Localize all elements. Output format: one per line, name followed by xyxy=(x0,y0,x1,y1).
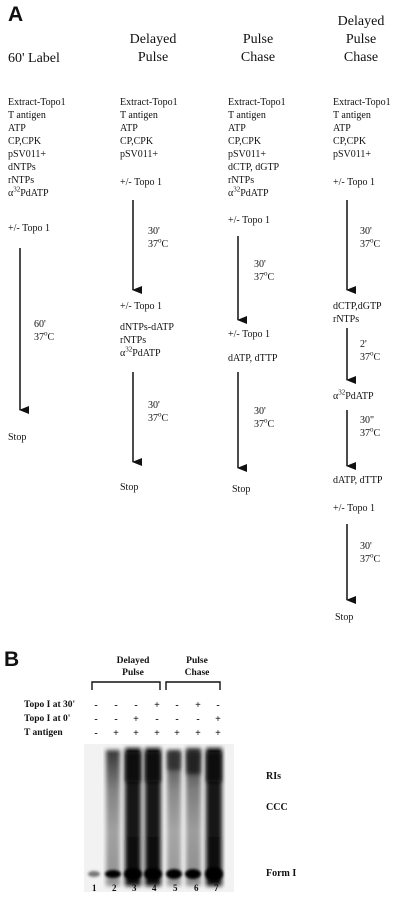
col2-pulse-mix: dNTPs-dATP rNTPs α32PdATP xyxy=(120,322,174,359)
row-label-topo-0: Topo I at 0' xyxy=(24,714,71,724)
col2-stop: Stop xyxy=(120,482,139,493)
lane-number-3: 3 xyxy=(132,883,137,893)
col4-topo-addition-1: +/- Topo 1 xyxy=(333,177,375,188)
col3-chase-mix: dATP, dTTP xyxy=(228,353,278,364)
sign-r0-l2: - xyxy=(114,700,118,711)
col1-stop: Stop xyxy=(8,432,27,443)
col4-incubation-4: 30' 37oC xyxy=(360,541,381,565)
group-brackets xyxy=(91,681,221,690)
sign-r1-l5: - xyxy=(175,714,179,725)
band-label-ris: RIs xyxy=(266,771,282,782)
sign-r2-l1: - xyxy=(94,728,98,739)
sign-r2-l6: + xyxy=(195,728,201,739)
col2-topo-addition-1: +/- Topo 1 xyxy=(120,177,162,188)
col1-topo-addition: +/- Topo 1 xyxy=(8,223,50,234)
form-i-band-lane-5 xyxy=(166,869,182,879)
panel-a-arrows xyxy=(19,200,356,604)
gel-lane-3 xyxy=(125,748,141,886)
sign-r1-l3: + xyxy=(133,714,139,725)
form-i-band-lane-4 xyxy=(144,868,162,880)
sign-r1-l4: - xyxy=(155,714,159,725)
band-label-ccc: CCC xyxy=(266,802,288,813)
sign-r1-l7: + xyxy=(215,714,221,725)
col2-topo-addition-2: +/- Topo 1 xyxy=(120,301,162,312)
col3-stop: Stop xyxy=(232,484,251,495)
col1-reaction-mix: Extract-Topo1 T antigen ATP CP,CPK pSV01… xyxy=(8,97,66,199)
col3-reaction-mix: Extract-Topo1 T antigen ATP CP,CPK pSV01… xyxy=(228,97,286,199)
col3-topo-addition-2: +/- Topo 1 xyxy=(228,329,270,340)
col4-incubation-1: 30' 37oC xyxy=(360,226,381,250)
col4-incubation-2: 2' 37oC xyxy=(360,339,381,363)
sign-r0-l5: - xyxy=(175,700,179,711)
lane-number-4: 4 xyxy=(152,883,157,893)
sign-r1-l1: - xyxy=(94,714,98,725)
panel-b-label: B xyxy=(4,648,20,671)
bracket-delayed-pulse xyxy=(91,681,161,690)
row-label-topo-30: Topo I at 30' xyxy=(24,700,76,710)
sign-r0-l3: - xyxy=(134,700,138,711)
lane-number-6: 6 xyxy=(194,883,199,893)
sign-r0-l6: + xyxy=(195,700,201,711)
sign-r2-l5: + xyxy=(174,728,180,739)
sign-r0-l7: - xyxy=(216,700,220,711)
form-i-band-lane-3 xyxy=(124,868,142,880)
form-i-band-lane-2 xyxy=(105,870,121,878)
gel-lane-2 xyxy=(106,750,120,886)
col4-topo-addition-2: +/- Topo 1 xyxy=(333,503,375,514)
col4-chase-mix: dATP, dTTP xyxy=(333,475,383,486)
sign-r0-l4: + xyxy=(154,700,160,711)
form-i-band-lane-6 xyxy=(185,869,201,879)
gel-lane-5 xyxy=(167,750,181,886)
bracket-pulse-chase xyxy=(165,681,221,690)
sign-r0-l1: - xyxy=(94,700,98,711)
gel-lane-4 xyxy=(145,748,161,886)
col3-incubation-2: 30' 37oC xyxy=(254,406,275,430)
sign-r2-l3: + xyxy=(133,728,139,739)
lane-number-2: 2 xyxy=(112,883,117,893)
sign-r2-l7: + xyxy=(215,728,221,739)
col3-incubation-1: 30' 37oC xyxy=(254,259,275,283)
col-title-60-label: 60' Label xyxy=(8,51,60,66)
form-i-band-lane-1 xyxy=(88,871,100,877)
col4-pulse-label: α32PdATP xyxy=(333,388,374,402)
lane-number-7: 7 xyxy=(214,883,219,893)
sign-r2-l2: + xyxy=(113,728,119,739)
col4-stop: Stop xyxy=(335,612,354,623)
gel-autoradiograph xyxy=(84,744,234,892)
gel-lane-7 xyxy=(206,748,222,886)
panel-a-label: A xyxy=(8,3,24,26)
sign-r2-l4: + xyxy=(154,728,160,739)
form-i-band-lane-7 xyxy=(205,867,223,881)
col1-incubation: 60' 37oC xyxy=(34,319,55,343)
row-label-t-antigen: T antigen xyxy=(24,728,63,738)
col4-dctp-mix: dCTP,dGTP rNTPs xyxy=(333,301,382,325)
col2-incubation-2: 30' 37oC xyxy=(148,400,169,424)
sign-r1-l6: - xyxy=(196,714,200,725)
col2-incubation-1: 30' 37oC xyxy=(148,226,169,250)
col4-incubation-3: 30" 37oC xyxy=(360,415,381,439)
lane-number-1: 1 xyxy=(92,883,97,893)
band-label-form-i: Form I xyxy=(266,868,297,879)
gel-lane-6 xyxy=(186,748,201,886)
lane-number-5: 5 xyxy=(173,883,178,893)
sign-r1-l2: - xyxy=(114,714,118,725)
col4-reaction-mix: Extract-Topo1 T antigen ATP CP,CPK pSV01… xyxy=(333,97,391,160)
col2-reaction-mix: Extract-Topo1 T antigen ATP CP,CPK pSV01… xyxy=(120,97,178,160)
col3-topo-addition-1: +/- Topo 1 xyxy=(228,215,270,226)
